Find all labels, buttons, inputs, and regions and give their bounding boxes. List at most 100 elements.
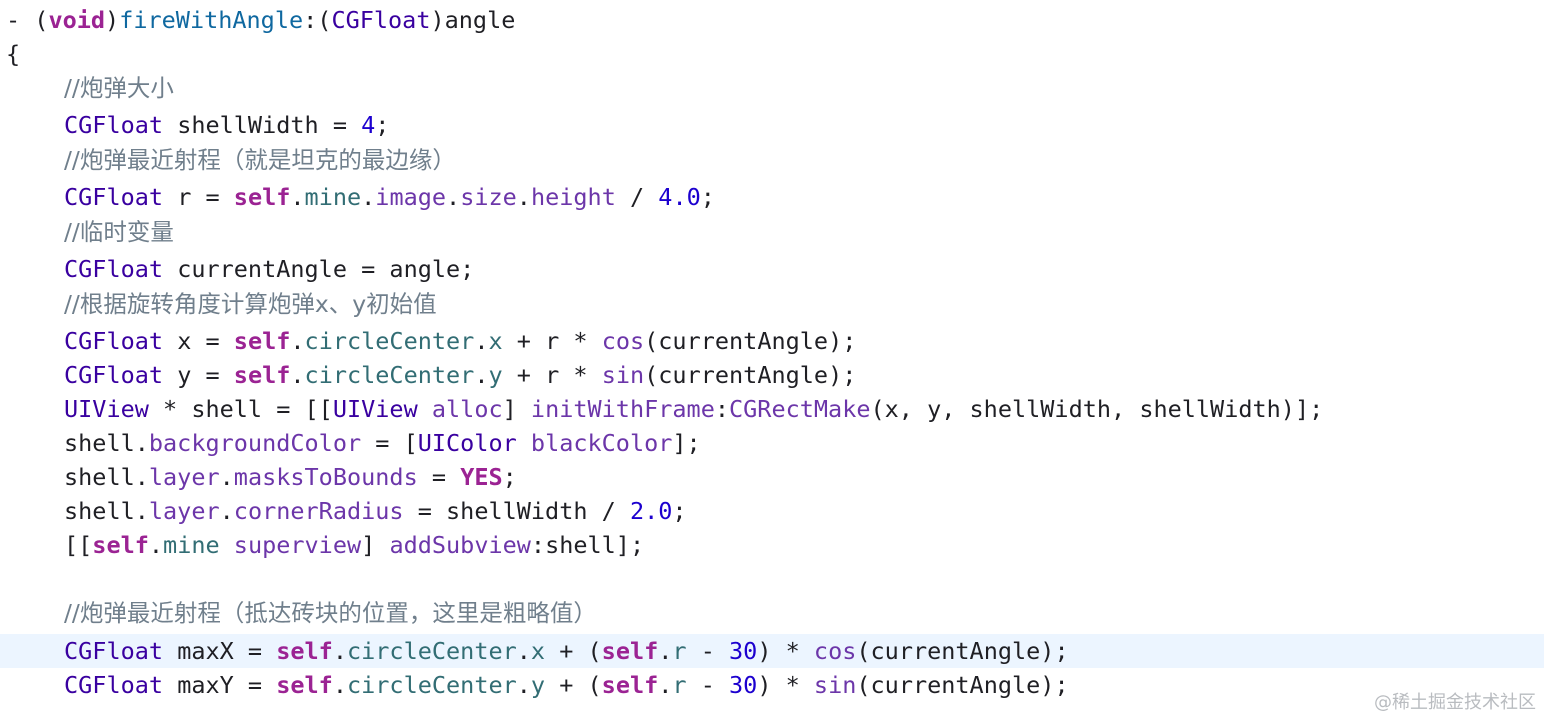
code-token-type: CGFloat [64,111,164,139]
code-line[interactable]: shell.layer.masksToBounds = YES; [0,460,1544,494]
code-token-plain: (x, y, shellWidth, shellWidth)]; [870,395,1324,423]
code-token-plain: (currentAngle); [644,327,857,355]
code-token-plain: ] [361,531,390,559]
code-token-api: alloc [431,395,503,423]
code-token-plain: + r * [502,327,602,355]
code-token-type: CGFloat [331,6,431,34]
code-token-plain [220,531,234,559]
code-token-api: layer [148,497,220,525]
code-line[interactable]: [[self.mine superview] addSubview:shell]… [0,528,1544,562]
code-token-plain: . [148,531,164,559]
code-token-api: CGRectMake [729,395,871,423]
code-token-plain: = [417,463,461,491]
code-token-comment: //炮弹最近射程（抵达砖块的位置，这里是粗略值） [64,599,597,627]
code-token-plain: r = [163,183,234,211]
code-token-api: cornerRadius [233,497,404,525]
code-line[interactable]: CGFloat r = self.mine.image.size.height … [0,180,1544,214]
code-line[interactable]: //根据旋转角度计算炮弹x、y初始值 [0,287,1544,321]
code-token-keyword: self [601,637,659,665]
code-token-keyword: self [92,531,149,559]
code-token-plain: . [219,463,234,491]
code-token-api: size [460,183,517,211]
code-token-keyword: self [276,637,333,665]
code-line[interactable]: shell.layer.cornerRadius = shellWidth / … [0,494,1544,528]
code-line[interactable]: CGFloat currentAngle = angle; [0,252,1544,286]
code-token-plain: . [446,183,461,211]
code-token-plain: . [658,637,673,665]
code-token-plain: . [332,637,347,665]
code-token-plain: . [219,497,234,525]
code-line[interactable]: shell.backgroundColor = [UIColor blackCo… [0,426,1544,460]
code-line[interactable]: CGFloat x = self.circleCenter.x + r * co… [0,324,1544,358]
code-token-api: masksToBounds [233,463,418,491]
code-token-plain: maxY = [163,671,277,699]
code-token-plain: = shellWidth / [403,497,630,525]
code-line[interactable]: CGFloat shellWidth = 4; [0,108,1544,142]
code-token-plain: . [474,361,489,389]
code-token-number: 2.0 [629,497,673,525]
code-line[interactable]: //炮弹最近射程（就是坦克的最边缘） [0,143,1544,177]
watermark-text: @稀土掘金技术社区 [1374,692,1536,713]
code-token-plain: - ( [6,6,49,34]
code-token-number: 4.0 [658,183,701,211]
code-token-plain: ]; [672,429,701,457]
code-token-plain: . [516,637,531,665]
code-line[interactable]: //炮弹大小 [0,71,1544,105]
code-token-plain: - [686,637,730,665]
code-token-prop: r [672,637,687,665]
code-token-number: 4 [361,111,376,139]
code-token-api: cos [813,637,857,665]
code-token-plain: + r * [502,361,602,389]
code-token-plain: = [ [361,429,418,457]
code-token-plain: y = [163,361,234,389]
code-token-comment: //根据旋转角度计算炮弹x、y初始值 [64,290,437,318]
code-token-plain: ; [700,183,715,211]
code-line[interactable]: UIView * shell = [[UIView alloc] initWit… [0,392,1544,426]
code-token-number: 30 [729,637,758,665]
code-token-prop: y [488,361,503,389]
code-line[interactable]: //临时变量 [0,215,1544,249]
code-token-plain: :( [303,6,332,34]
code-token-plain: (currentAngle); [856,671,1069,699]
code-token-api: backgroundColor [148,429,362,457]
code-token-api: cos [601,327,645,355]
code-token-plain: . [516,671,531,699]
code-token-comment: //炮弹大小 [64,74,174,102]
code-token-plain: shell. [64,429,149,457]
code-token-plain [418,395,432,423]
code-token-plain: : [714,395,730,423]
code-token-plain: shell. [64,497,149,525]
code-token-type: CGFloat [64,255,164,283]
code-token-keyword: self [276,671,333,699]
code-line[interactable]: - (void)fireWithAngle:(CGFloat)angle [0,3,1544,37]
code-token-plain: . [516,183,531,211]
code-token-prop: mine [304,183,362,211]
code-token-api: blackColor [530,429,673,457]
code-token-method: fireWithAngle [119,6,304,34]
code-line[interactable]: //炮弹最近射程（抵达砖块的位置，这里是粗略值） [0,596,1544,630]
code-token-plain: ; [375,111,390,139]
code-token-plain: . [658,671,673,699]
code-token-plain: x = [163,327,234,355]
code-token-keyword: self [233,183,291,211]
code-token-number: 30 [729,671,758,699]
code-token-plain: + ( [545,671,602,699]
code-token-prop: circleCenter [304,327,475,355]
code-line[interactable]: CGFloat maxX = self.circleCenter.x + (se… [0,634,1544,668]
code-token-prop: y [530,671,546,699]
code-token-type: CGFloat [64,361,164,389]
code-token-type: CGFloat [64,327,164,355]
code-token-keyword: self [601,671,659,699]
code-token-plain: currentAngle = angle; [163,255,475,283]
code-token-prop: circleCenter [346,671,517,699]
code-line[interactable]: CGFloat maxY = self.circleCenter.y + (se… [0,668,1544,702]
code-token-keyword: YES [460,463,503,491]
code-token-api: layer [148,463,220,491]
code-token-plain: (currentAngle); [644,361,857,389]
code-token-plain [517,429,531,457]
code-token-api: superview [233,531,362,559]
code-line[interactable]: CGFloat y = self.circleCenter.y + r * si… [0,358,1544,392]
code-token-prop: circleCenter [304,361,475,389]
code-line[interactable]: { [0,37,1544,71]
